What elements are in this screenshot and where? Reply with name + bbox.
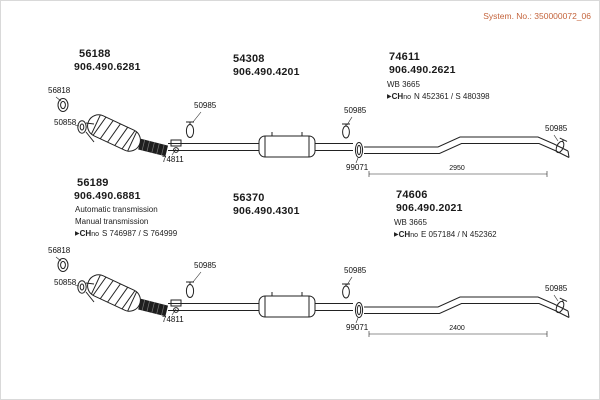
triangle-marker-icon: ▶ — [75, 231, 80, 237]
ch-sub-label: no — [410, 232, 418, 239]
callout-flange-seal: 50858 — [54, 118, 77, 127]
ch-value: E 057184 / N 452362 — [420, 230, 497, 239]
middle-silencer-part-number: 56370 — [233, 192, 265, 204]
callout-sealing-ring: 99071 — [346, 163, 369, 172]
system-number-value: 350000072_06 — [534, 11, 591, 21]
rear-pipe-part-number: 74611 — [389, 51, 420, 63]
callout-flange-seal: 50858 — [54, 278, 77, 287]
triangle-marker-icon: ▶ — [394, 232, 399, 238]
front-silencer-article-number: 906.490.6881 — [74, 190, 141, 202]
callout-gasket-ring: 56818 — [48, 246, 71, 255]
ch-value: S 746987 / S 764999 — [101, 229, 178, 238]
ch-sub-label: no — [403, 94, 411, 101]
callout-clamp-rear: 50985 — [545, 124, 568, 133]
callout-hanger: 74811 — [162, 315, 184, 324]
transmission-note-automatic: Automatic transmission — [75, 205, 158, 214]
callout-hanger: 74811 — [162, 155, 184, 164]
exhaust-line-art-top — [55, 96, 570, 178]
ch-label: CH — [79, 229, 92, 238]
callout-clamp-front: 50985 — [194, 261, 217, 270]
rear-pipe-part-number: 74606 — [396, 189, 428, 201]
wheelbase-note: WB 3665 — [387, 80, 420, 89]
ch-label: CH — [398, 230, 411, 239]
dimension-label: 2950 — [449, 165, 465, 172]
middle-silencer-article-number: 906.490.4201 — [233, 66, 300, 78]
front-silencer-part-number: 56188 — [79, 48, 111, 60]
system-number-label: System. No.: — [483, 11, 532, 21]
callout-clamp-mid: 50985 — [344, 266, 367, 275]
system-number: System. No.: 350000072_06 — [483, 11, 591, 21]
front-silencer-part-number: 56189 — [77, 177, 109, 189]
callout-clamp-front: 50985 — [194, 101, 217, 110]
rear-pipe-article-number: 906.490.2021 — [396, 202, 463, 214]
wheelbase-note: WB 3665 — [394, 218, 427, 227]
front-silencer-article-number: 906.490.6281 — [74, 61, 141, 73]
ch-value: N 452361 / S 480398 — [413, 92, 490, 101]
middle-silencer-article-number: 906.490.4301 — [233, 205, 300, 217]
callout-clamp-mid: 50985 — [344, 106, 367, 115]
ch-sub-label: no — [91, 231, 99, 238]
callout-sealing-ring: 99071 — [346, 323, 369, 332]
dimension-label: 2400 — [449, 325, 465, 332]
exhaust-line-art-bottom — [55, 256, 570, 338]
ch-label: CH — [391, 92, 404, 101]
rear-pipe-article-number: 906.490.2621 — [389, 64, 456, 76]
transmission-note-manual: Manual transmission — [75, 217, 149, 226]
triangle-marker-icon: ▶ — [387, 94, 392, 100]
middle-silencer-part-number: 54308 — [233, 53, 265, 65]
callout-clamp-rear: 50985 — [545, 284, 568, 293]
callout-gasket-ring: 56818 — [48, 86, 71, 95]
